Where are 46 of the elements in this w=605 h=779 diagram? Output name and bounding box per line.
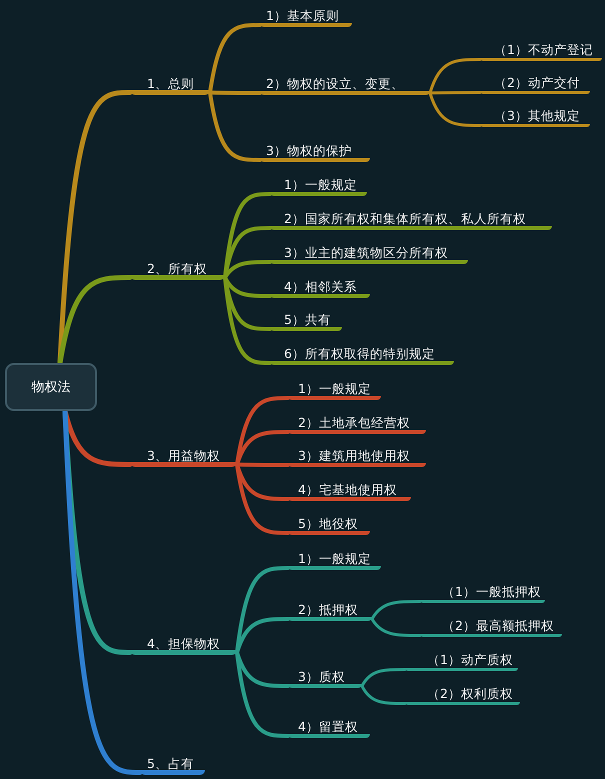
topic-label: 5、占有 xyxy=(140,755,205,775)
topic-label: 2）抵押权 xyxy=(288,601,372,621)
topic-label: （2）动产交付 xyxy=(480,74,590,94)
topic-label: 2）物权的设立、变更、 xyxy=(260,75,430,95)
branch-line xyxy=(235,617,290,654)
topic-label: 6）所有权取得的特别规定 xyxy=(270,345,454,365)
topic-label: 3）建筑用地使用权 xyxy=(288,447,426,467)
root-topic-box: 物权法 xyxy=(5,363,97,411)
topic-label: 4）相邻关系 xyxy=(270,278,370,298)
topic-label: 3）业主的建筑物区分所有权 xyxy=(270,244,468,264)
topic-label: 1、总则 xyxy=(130,75,210,95)
branch-line xyxy=(208,90,262,95)
branch-line xyxy=(360,668,406,688)
branch-line xyxy=(370,618,422,637)
branch-line xyxy=(62,408,142,775)
topic-label: 1）一般规定 xyxy=(288,380,381,400)
topic-label: （1）一般抵押权 xyxy=(420,583,545,603)
branch-line xyxy=(428,58,482,94)
topic-label: 3）物权的保护 xyxy=(260,142,370,162)
branch-line xyxy=(370,600,422,620)
topic-label: （3）其他规定 xyxy=(480,107,590,127)
branch-line xyxy=(208,90,262,162)
topic-label: 4、担保物权 xyxy=(130,635,237,655)
topic-label: （1）不动产登记 xyxy=(480,41,602,61)
branch-line xyxy=(58,275,132,366)
branch-line xyxy=(235,650,290,738)
topic-label: 3）质权 xyxy=(288,668,362,688)
branch-line xyxy=(360,684,406,705)
topic-label: 1）一般规定 xyxy=(288,550,381,570)
branch-line xyxy=(223,276,272,365)
topic-label: 4）留置权 xyxy=(288,718,370,738)
topic-label: （1）动产质权 xyxy=(405,651,518,671)
topic-label: 5）地役权 xyxy=(288,515,370,535)
topic-label: 2）土地承包经营权 xyxy=(288,414,426,434)
branch-line xyxy=(428,92,482,127)
topic-label: 1）基本原则 xyxy=(260,7,352,27)
branch-line xyxy=(235,462,290,535)
topic-label: 4）宅基地使用权 xyxy=(288,481,411,501)
topic-label: 2、所有权 xyxy=(130,260,225,280)
topic-label: 1）一般规定 xyxy=(270,176,367,196)
branch-line xyxy=(428,91,482,94)
topic-label: （2）最高额抵押权 xyxy=(420,617,562,637)
topic-label: 5）共有 xyxy=(270,311,342,331)
topic-label: （2）权利质权 xyxy=(405,685,520,705)
topic-label: 2）国家所有权和集体所有权、私人所有权 xyxy=(270,210,552,230)
topic-label: 3、用益物权 xyxy=(130,447,237,467)
